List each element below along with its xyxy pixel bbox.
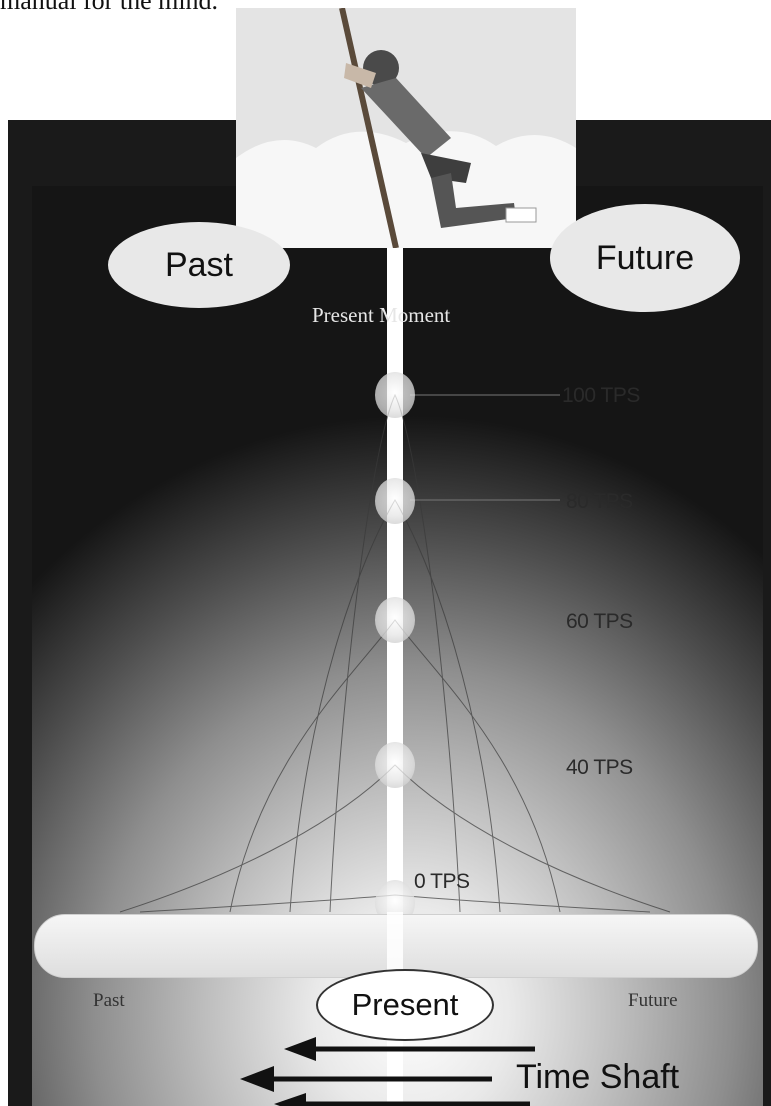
- arrow-head-2: [240, 1066, 274, 1092]
- arrow-head-1: [284, 1037, 316, 1061]
- arrow-head-3: [274, 1093, 306, 1106]
- time-shaft-label: Time Shaft: [516, 1058, 679, 1097]
